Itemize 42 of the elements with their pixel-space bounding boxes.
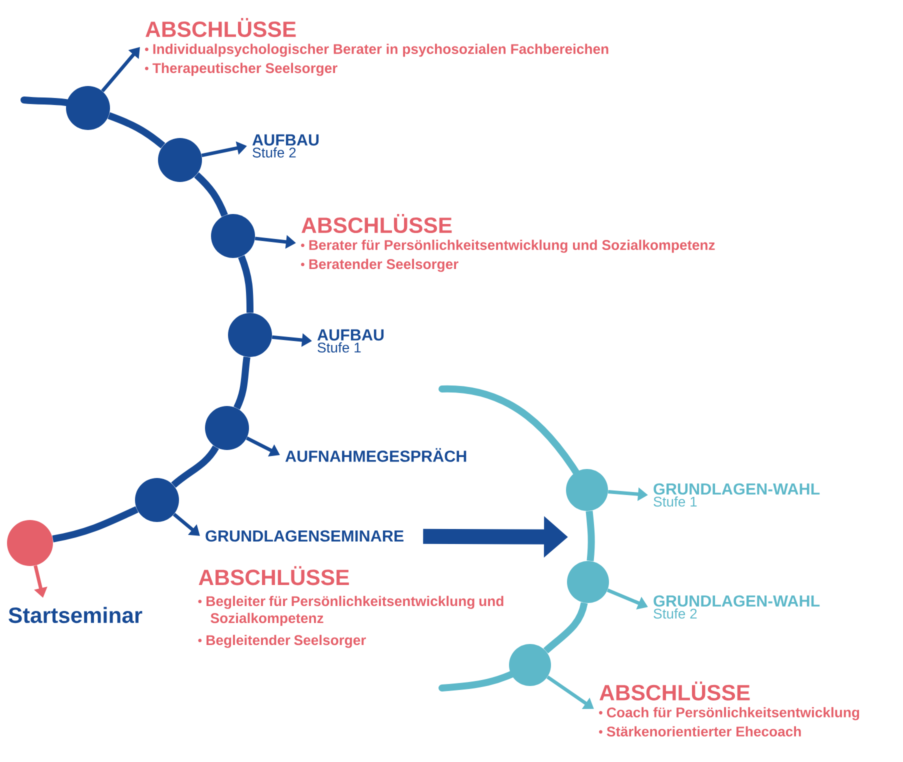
route-line [234,356,250,410]
bullet-item: Beratender Seelsorger [301,258,458,272]
bullet-item: Stärkenorientierter Ehecoach [599,726,801,736]
station-label: AUFNAHMEGESPRÄCH [285,448,466,462]
station-circle [211,214,255,258]
station-label: Startseminar [8,606,142,624]
station-circle [228,312,272,357]
station-circle [135,478,179,522]
section-heading: ABSCHLÜSSE [302,214,452,234]
route-line [108,112,166,148]
arrow [101,47,140,92]
station-circle [205,406,249,450]
bullet-item: Individualpsychologischer Berater in psychosozialen Fachbereichen [145,44,608,57]
station-label: AUFBAU [317,329,384,341]
station-label: GRUNDLAGEN-WAHL [654,595,820,607]
station-label: GRUNDLAGENSEMINARE [206,530,404,542]
route-line [238,255,254,313]
station-circle [566,468,608,511]
station-circle [158,138,202,182]
station-label: AUFBAU [252,134,319,146]
station-label: GRUNDLAGEN-WAHL [654,483,820,495]
route-line [586,510,595,562]
station-circle [66,86,110,130]
route-line [171,445,219,488]
route-line [194,172,228,217]
bullet-item: Begleiter für Persönlichkeitsentwicklung und Sozialkompetenz [198,596,504,626]
section-heading: ABSCHLÜSSE [146,18,296,38]
station-circle [509,644,551,686]
station-circle [7,520,53,566]
route-line [543,602,588,654]
level-label: Stufe 1 [654,496,697,507]
bullet-item: Begleitender Seelsorger [198,634,366,648]
station-circle [567,560,609,603]
bullet-item: Berater für Persönlichkeitsentwicklung und Sozialkompetenz [301,240,715,253]
section-heading: ABSCHLÜSSE [600,681,750,700]
bullet-item: Therapeutischer Seelsorger [145,62,338,76]
bullet-item: Coach für Persönlichkeitsentwicklung [599,707,860,720]
level-label: Stufe 2 [654,608,697,619]
section-heading: ABSCHLÜSSE [198,566,349,586]
level-label: Stufe 2 [252,147,296,158]
level-label: Stufe 1 [318,342,361,353]
route-line [52,506,138,542]
